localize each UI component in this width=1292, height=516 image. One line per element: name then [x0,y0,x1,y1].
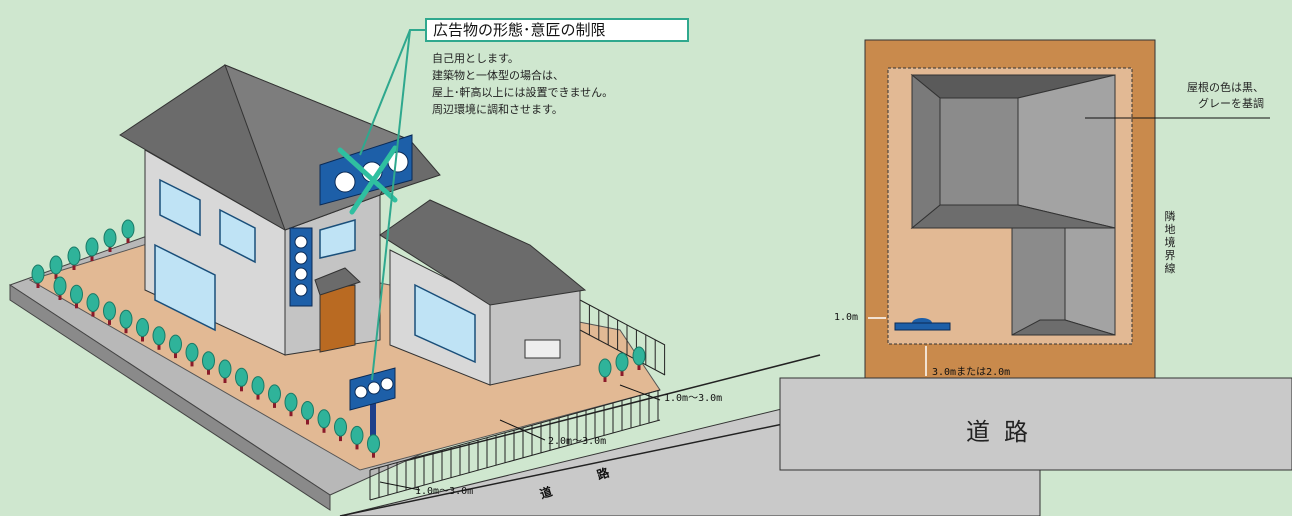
note-line: 自己用とします。 [432,52,519,65]
windows [154,178,356,332]
tree-icon [301,401,314,425]
note-line: 建築物と一体型の場合は、 [432,69,564,82]
roof-note-line: グレーを基調 [1198,97,1264,110]
tree-icon [67,246,81,270]
tree-icon [152,326,166,350]
prohibited-mark [337,145,398,215]
tree-icon [317,409,331,433]
tree-icon [334,417,347,442]
dim-iso-mid: 2.0m～3.0m [548,436,607,447]
tree-icon [103,301,116,325]
dim-plan-side: 1.0m [834,312,859,323]
fence [369,299,666,501]
tree-icon [119,309,133,334]
tree-icon [121,219,135,243]
tree-icon [185,342,199,367]
tree-icon [268,384,281,408]
tree-icon [53,276,67,300]
tree-icon [218,359,232,383]
wall-sign [289,227,313,307]
tree-icon [598,358,612,382]
plan-road [779,377,1292,471]
dim-iso-front: 1.0m～3.0m [415,486,474,497]
note-line: 周辺環境に調和させます。 [432,103,563,116]
tree-icon [350,425,364,450]
roof-note: 屋根の色は黒、 グレーを基調 [1187,80,1264,112]
tree-icon [251,376,265,400]
tree-icon [615,352,629,376]
tree-icon [31,264,45,288]
tree-icon [367,434,380,458]
tree-icon [235,367,248,392]
tree-icon [632,346,646,370]
tree-icon [49,255,63,279]
annex-roof [379,199,587,306]
dim-iso-right: 1.0m～3.0m [664,393,723,404]
title-box: 広告物の形態･意匠の制限 [425,18,689,42]
door [319,284,356,353]
tree-icon [136,318,149,342]
tree-icon [70,284,83,309]
note-line: 屋上･軒高以上には設置できません。 [432,86,614,99]
notes: 自己用とします。 建築物と一体型の場合は、 屋上･軒高以上には設置できません。 … [432,50,613,118]
tree-icon [284,392,298,417]
roof-note-line: 屋根の色は黒、 [1187,81,1264,94]
tree-icon [85,237,99,261]
tree-icon [103,228,117,252]
tree-icon [169,334,182,359]
boundary-label: 隣地境界線 [1164,210,1176,275]
tree-icon [86,293,100,317]
road-label-plan: 道路 [966,418,1042,446]
tree-icon [202,351,215,375]
plan-sign [894,322,951,331]
dim-plan-front: 3.0mまたは2.0m [932,367,1011,378]
